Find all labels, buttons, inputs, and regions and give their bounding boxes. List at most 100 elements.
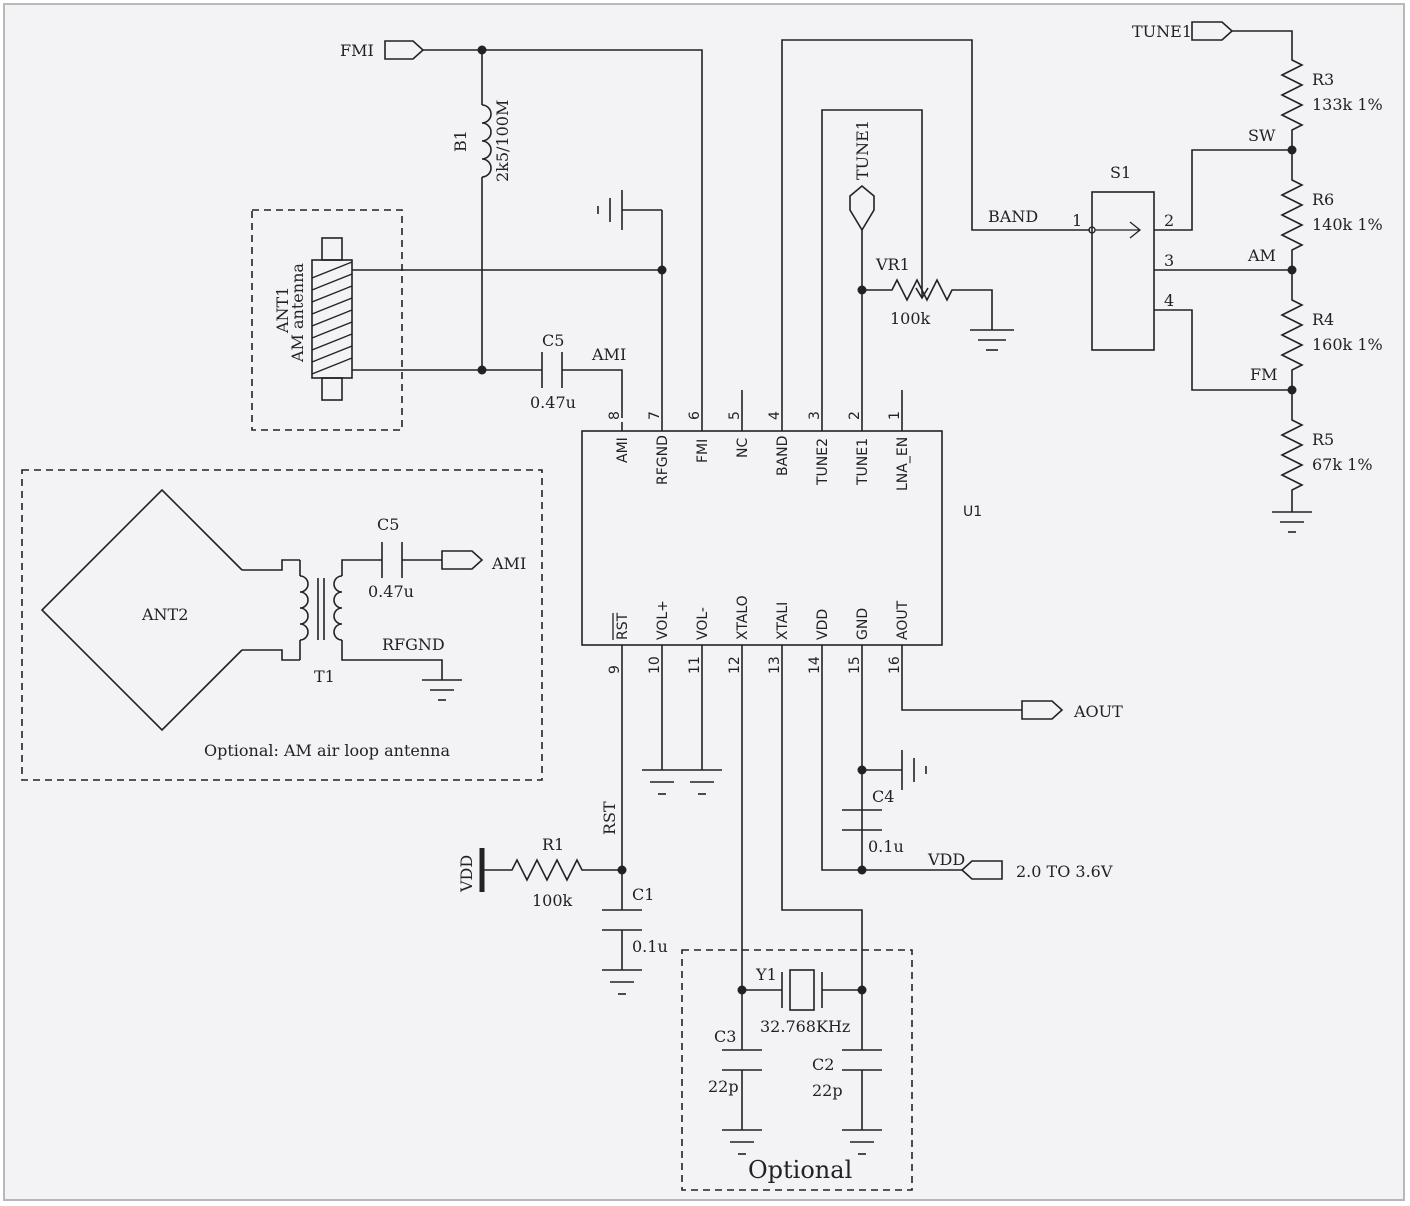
pin-num-7: 7 xyxy=(647,411,663,420)
loop-dashed-box xyxy=(21,469,543,781)
pin-num-3: 3 xyxy=(807,411,823,420)
b1-value: 2k5/100M xyxy=(493,100,512,182)
c1-ref: C1 xyxy=(632,885,654,904)
r5-resistor xyxy=(1280,390,1304,512)
s1-body xyxy=(1091,191,1155,351)
ant1-dashed-box xyxy=(251,209,403,431)
r4-resistor xyxy=(1280,270,1304,390)
pin-name-tune1: TUNE1 xyxy=(855,438,871,486)
y1-ref: Y1 xyxy=(755,965,777,984)
vdd-supply-section: C4 0.1u VDD 2.0 TO 3.6V xyxy=(821,656,1113,881)
sw-net-label: SW xyxy=(1248,126,1276,145)
r1-resistor xyxy=(482,858,622,882)
c5-capacitor-top: C5 0.47u AMI xyxy=(530,331,626,418)
resistor-ladder: TUNE1 R3 133k 1% R6 140k 1% R4 160k 1% R… xyxy=(1132,21,1383,533)
pin-name-rst: RST xyxy=(615,612,631,640)
pin-num-1: 1 xyxy=(887,411,903,420)
ant1-ferrite-rod xyxy=(311,259,353,379)
vol-ground xyxy=(642,656,722,795)
pin-num-5: 5 xyxy=(727,411,743,420)
r1-ref: R1 xyxy=(542,835,564,854)
rst-section: RST VDD R1 100k C1 0.1u xyxy=(457,656,668,995)
ant1-ref: ANT1 xyxy=(273,287,292,334)
vdd-port xyxy=(960,860,1003,880)
pin-num-12: 12 xyxy=(727,656,743,674)
c4-value: 0.1u xyxy=(868,837,904,856)
r5-ref: R5 xyxy=(1312,430,1334,449)
c5-opt-ref: C5 xyxy=(377,515,399,534)
r4-ref: R4 xyxy=(1312,310,1334,329)
pin-name-fmi: FMI xyxy=(695,439,711,463)
r6-value: 140k 1% xyxy=(1312,215,1383,234)
pin-num-10: 10 xyxy=(647,656,663,674)
pin-num-4: 4 xyxy=(767,411,783,420)
r6-resistor xyxy=(1280,150,1304,270)
pin-name-rfgnd: RFGND xyxy=(655,435,671,485)
pin-num-16: 16 xyxy=(887,656,903,674)
tune1-vr1: TUNE1 VR1 100k xyxy=(849,120,1014,418)
s1-pin1: 1 xyxy=(1072,211,1082,230)
aout-section: AOUT xyxy=(901,656,1123,721)
c4-ref: C4 xyxy=(872,787,894,806)
crystal-section: Y1 32.768KHz C3 22p C2 22p Optional xyxy=(681,656,913,1191)
t1-secondary xyxy=(333,575,343,641)
pin-name-lna-en: LNA_EN xyxy=(895,437,911,491)
r3-resistor xyxy=(1280,55,1304,150)
c5-value: 0.47u xyxy=(530,393,576,412)
loop-optional-label: Optional: AM air loop antenna xyxy=(204,741,450,760)
tune1-port-top xyxy=(1191,21,1234,41)
rfgnd-ground-top xyxy=(597,190,663,418)
r6-ref: R6 xyxy=(1312,190,1334,209)
r3-value: 133k 1% xyxy=(1312,95,1383,114)
pin-name-tune2: TUNE2 xyxy=(815,438,831,486)
pin-num-6: 6 xyxy=(687,411,703,420)
ant1-value: AM antenna xyxy=(288,263,307,363)
ic-top-pins: 8 7 6 5 4 3 2 1 AMI RFGND FMI NC BAND TU… xyxy=(607,390,911,491)
pin-num-13: 13 xyxy=(767,656,783,674)
s1-pin3: 3 xyxy=(1164,251,1174,270)
t1-ref: T1 xyxy=(314,667,335,686)
c1-value: 0.1u xyxy=(632,937,668,956)
s1-switch: S1 1 2 3 4 SW AM FM xyxy=(1072,126,1292,391)
pin-name-nc: NC xyxy=(735,438,751,458)
pin-name-vol-minus: VOL- xyxy=(695,607,711,640)
ami-port-loop-label: AMI xyxy=(491,554,526,573)
pin-name-band: BAND xyxy=(775,436,791,476)
pin-name-xtalo: XTALO xyxy=(735,595,751,640)
aout-label: AOUT xyxy=(1073,702,1123,721)
t1-primary xyxy=(299,575,309,641)
pin-name-xtali: XTALI xyxy=(775,602,791,640)
wire-fmi xyxy=(423,49,703,418)
tune1-port-top-label: TUNE1 xyxy=(1132,22,1192,41)
c5-opt-value: 0.47u xyxy=(368,582,414,601)
fmi-section: FMI B1 2k5/100M xyxy=(340,40,703,418)
c2-value: 22p xyxy=(812,1081,843,1100)
y1-crystal xyxy=(789,969,815,1011)
ic-u1: U1 8 7 6 5 4 3 2 1 AMI RFGND FMI NC BAND… xyxy=(581,390,982,674)
c5-ref: C5 xyxy=(542,331,564,350)
optional-loop-antenna: ANT2 T1 AMI C5 0.47u RFGND Optional: AM … xyxy=(21,469,543,781)
pin-num-14: 14 xyxy=(807,656,823,674)
s1-pin4: 4 xyxy=(1164,291,1174,310)
ami-port-loop xyxy=(441,550,484,570)
vr1-ref: VR1 xyxy=(875,255,910,274)
r4-value: 160k 1% xyxy=(1312,335,1383,354)
tune2-wire xyxy=(821,109,923,418)
pin-name-vol-plus: VOL+ xyxy=(655,600,671,640)
band-net-label: BAND xyxy=(988,207,1038,226)
crystal-dashed-box xyxy=(681,949,913,1191)
fmi-label: FMI xyxy=(340,41,374,60)
c3-value: 22p xyxy=(708,1077,739,1096)
pin-num-9: 9 xyxy=(607,665,623,674)
vr1-value: 100k xyxy=(890,309,931,328)
band-wire: BAND xyxy=(781,39,1090,418)
rst-net-label: RST xyxy=(600,801,619,835)
vr1-potentiometer xyxy=(862,278,993,330)
rfgnd-net-label: RFGND xyxy=(382,635,445,654)
b1-ferrite-bead xyxy=(481,104,492,178)
vdd-net-label: VDD xyxy=(927,850,965,869)
r1-value: 100k xyxy=(532,891,573,910)
pin-name-aout: AOUT xyxy=(895,600,911,640)
